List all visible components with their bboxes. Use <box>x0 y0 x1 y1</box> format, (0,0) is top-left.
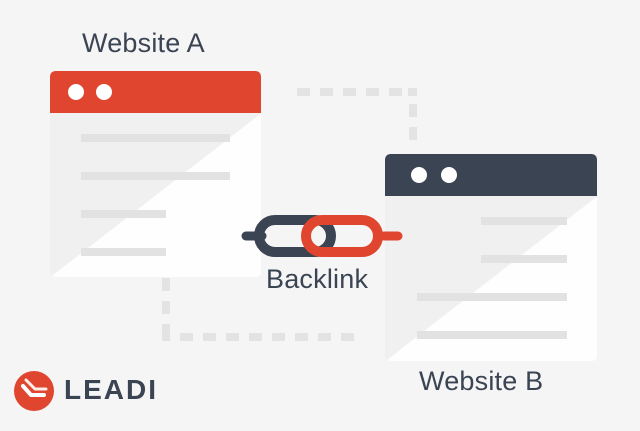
website-a-window <box>50 71 261 277</box>
content-line <box>417 293 567 301</box>
content-line <box>81 134 230 142</box>
backlink-label: Backlink <box>266 264 369 294</box>
content-line <box>417 331 567 339</box>
window-dot-icon <box>441 167 457 183</box>
website-a-label: Website A <box>82 28 205 58</box>
chain-link-icon <box>241 215 403 257</box>
website-a-titlebar <box>50 71 261 113</box>
website-b-label: Website B <box>419 366 544 396</box>
content-line <box>81 248 166 256</box>
window-dot-icon <box>68 84 84 100</box>
website-b-window <box>385 154 597 361</box>
content-line <box>481 217 567 225</box>
logo-wordmark: LEADI <box>64 374 158 405</box>
content-line <box>481 255 567 263</box>
content-line <box>81 210 166 218</box>
content-line <box>81 172 230 180</box>
window-dot-icon <box>96 84 112 100</box>
window-dot-icon <box>411 167 427 183</box>
leadi-logo-icon <box>14 371 54 411</box>
